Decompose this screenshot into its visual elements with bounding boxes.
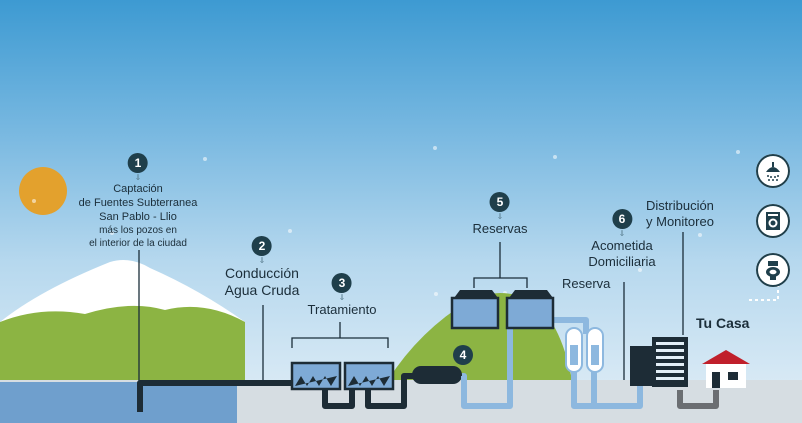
mountain-left — [0, 260, 245, 322]
step-badge: 3 — [331, 273, 352, 293]
sun — [19, 167, 67, 215]
step-label: más los pozos en — [99, 225, 177, 236]
step-label: de Fuentes Subterranea — [78, 197, 198, 209]
step-1: 1 ⇓ Captación de Fuentes Subterranea San… — [78, 153, 198, 250]
step-badge: 2 — [252, 236, 272, 256]
tu-casa-label: Tu Casa — [696, 315, 750, 331]
distribucion-line: Distribución — [646, 198, 714, 213]
washing-machine-icon — [756, 204, 790, 238]
home-pipe — [677, 390, 719, 409]
step-4: 4 — [453, 345, 473, 365]
leader-lines — [138, 232, 684, 382]
treated-water-pipe — [461, 317, 643, 409]
shower-icon — [756, 154, 790, 188]
step-5: 5 ⇓ Reservas — [472, 192, 528, 237]
step-2: 2 ⇓ Conducción Agua Cruda — [224, 236, 300, 299]
step-label: Tratamiento — [307, 302, 377, 317]
buildings — [630, 337, 688, 387]
caret-icon: ⇓ — [618, 229, 626, 238]
step-badge: 6 — [612, 209, 632, 229]
toilet-icon — [756, 253, 790, 287]
pump-tank — [412, 366, 462, 384]
step-badge: 1 — [127, 153, 148, 173]
step-6: 6 ⇓ Acometida Domiciliaria — [588, 209, 656, 270]
reservoirs — [450, 290, 555, 330]
step-label: el interior de la ciudad — [89, 238, 187, 249]
step-label: Conducción — [225, 265, 299, 281]
step-badge: 4 — [453, 345, 473, 365]
raw-water-pipe — [137, 373, 420, 412]
caret-icon: ⇓ — [338, 293, 346, 302]
treatment-tanks — [290, 361, 395, 391]
reserve-cistern — [565, 327, 604, 373]
step-label: Acometida — [591, 238, 653, 253]
step-label: San Pablo - Llio — [99, 211, 177, 223]
caret-icon: ⇓ — [258, 256, 266, 265]
step-badge: 5 — [489, 192, 510, 212]
step-3: 3 ⇓ Tratamiento — [307, 273, 377, 318]
step-label: Captación — [113, 183, 163, 195]
caret-icon: ⇓ — [134, 173, 142, 182]
caret-icon: ⇓ — [496, 212, 504, 221]
step-label: Domiciliaria — [588, 254, 656, 269]
house — [702, 350, 750, 388]
distribucion-line: y Monitoreo — [646, 214, 714, 229]
hill-left — [0, 305, 245, 380]
water-body — [0, 382, 237, 423]
step-label: Reservas — [472, 221, 528, 236]
distribucion-label: Distribución y Monitoreo — [646, 198, 714, 230]
reserva-label: Reserva — [562, 276, 611, 291]
step-label: Agua Cruda — [224, 282, 300, 298]
